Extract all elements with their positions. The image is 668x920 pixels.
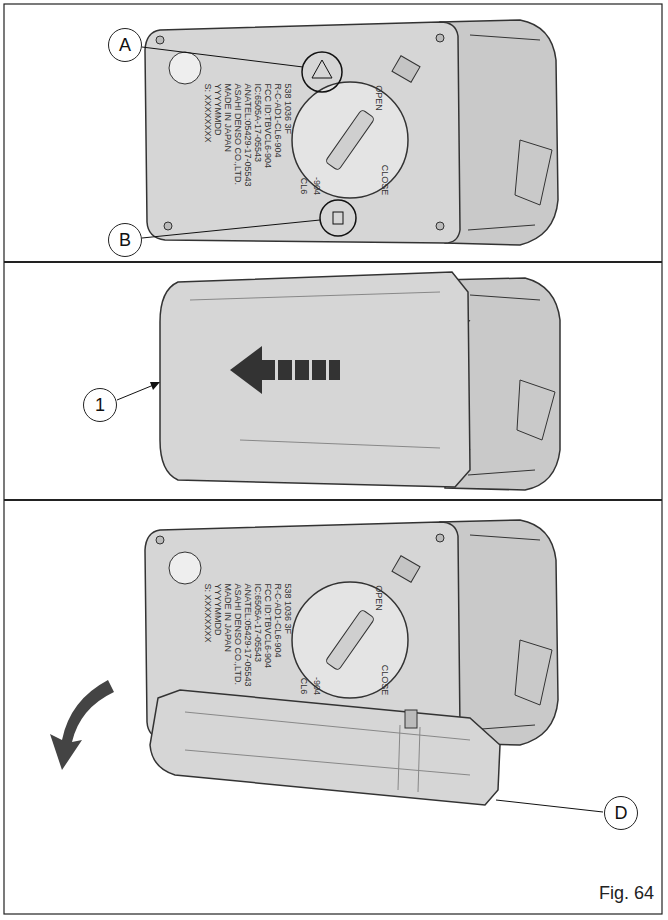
screw: [436, 534, 444, 542]
leader-line: [496, 800, 603, 812]
battery-cover: [150, 690, 500, 805]
cover-sliding: [160, 272, 560, 490]
key-ring-hole: [169, 52, 201, 84]
lid-slot: [325, 109, 375, 171]
marking-text: 538 1036 3F: [283, 84, 293, 187]
marking-text: MADE IN JAPAN: [223, 84, 233, 187]
marking-text: R-C-AD1-CL6-904: [273, 584, 283, 687]
callout-circle: B: [108, 223, 142, 257]
marking-text: YYYYMMDD: [213, 584, 223, 687]
screw: [156, 36, 164, 44]
marking-text: FCC ID:TBVCL6-904: [263, 584, 273, 687]
leader-line: [117, 384, 156, 400]
lid-marking: OPEN: [374, 85, 383, 111]
lid-marking: CL6: [299, 178, 308, 195]
battery-cover: [160, 272, 470, 487]
lid-slot: [325, 609, 375, 671]
marking-text: MADE IN JAPAN: [223, 584, 233, 687]
fob-head-detail: [468, 535, 552, 730]
marking-text: S: XXXXXXXX: [203, 84, 213, 187]
callout-letter: 1: [95, 396, 105, 414]
lid-marking: CLOSE: [380, 165, 389, 196]
marking-text: S: XXXXXXXX: [203, 584, 213, 687]
fob-head-detail: [468, 35, 552, 230]
callout-circle: D: [604, 796, 638, 830]
arrow-stripe: [326, 360, 329, 380]
key-ring-hole: [169, 552, 201, 584]
arrow-stripe: [292, 360, 295, 380]
screw: [436, 222, 444, 230]
highlight-a: [302, 52, 342, 92]
regulatory-marking: 538 1036 3FR-C-AD1-CL6-904FCC ID:TBVCL6-…: [203, 584, 293, 687]
lid-marking: CLOSE: [380, 665, 389, 696]
marking-text: YYYYMMDD: [213, 84, 223, 187]
marking-text: IC:6505A-17-05543: [253, 584, 263, 687]
marking-text: ASAHI DENSO CO.,LTD.: [233, 84, 243, 187]
lid-marking: OPEN: [374, 585, 383, 611]
slide-arrow: [230, 346, 340, 394]
lid-marking: -904: [312, 177, 321, 195]
leader-line: [142, 47, 303, 67]
lock-symbol: [333, 212, 343, 224]
marking-text: ASAHI DENSO CO.,LTD.: [233, 584, 243, 687]
battery-lid: [292, 82, 408, 198]
panel-divider: [4, 499, 662, 501]
marking-text: ANATEL:05429-17-05543: [243, 584, 253, 687]
marking-text: ANATEL:05429-17-05543: [243, 84, 253, 187]
leader-head: [150, 382, 160, 390]
marking-text: 538 1036 3F: [283, 584, 293, 687]
lid-marking: -904: [312, 677, 321, 695]
callout-letter: A: [119, 36, 131, 54]
marking-text: R-C-AD1-CL6-904: [273, 84, 283, 187]
fob-body: [145, 22, 460, 243]
marking-text: FCC ID:TBVCL6-904: [263, 84, 273, 187]
clip-tab: [392, 556, 420, 583]
figure-frame: [4, 4, 662, 914]
swing-arrow: [50, 680, 114, 770]
cover-hook: [405, 710, 417, 728]
key-fob-rear: [145, 20, 558, 245]
screw: [156, 536, 164, 544]
callout-letter: D: [615, 804, 628, 822]
cover-removed: [50, 680, 500, 805]
fob-head-detail: [468, 295, 555, 475]
cover-detail: [190, 292, 440, 448]
highlight-b: [320, 200, 356, 236]
arrow-stripe: [275, 360, 278, 380]
leader-line: [142, 220, 320, 238]
callout-circle: A: [108, 28, 142, 62]
figure-caption: Fig. 64: [599, 883, 654, 904]
screw: [164, 222, 172, 230]
callout-circle: 1: [83, 388, 117, 422]
panel-divider: [4, 261, 662, 263]
warning-symbol: [312, 60, 332, 78]
screw: [436, 34, 444, 42]
marking-text: IC:6505A-17-05543: [253, 84, 263, 187]
regulatory-marking: 538 1036 3FR-C-AD1-CL6-904FCC ID:TBVCL6-…: [203, 84, 293, 187]
clip-tab: [392, 56, 420, 83]
lid-marking: CL6: [299, 678, 308, 695]
cover-detail: [185, 712, 470, 792]
battery-lid: [292, 582, 408, 698]
arrow-stripe: [309, 360, 312, 380]
callout-letter: B: [119, 231, 131, 249]
